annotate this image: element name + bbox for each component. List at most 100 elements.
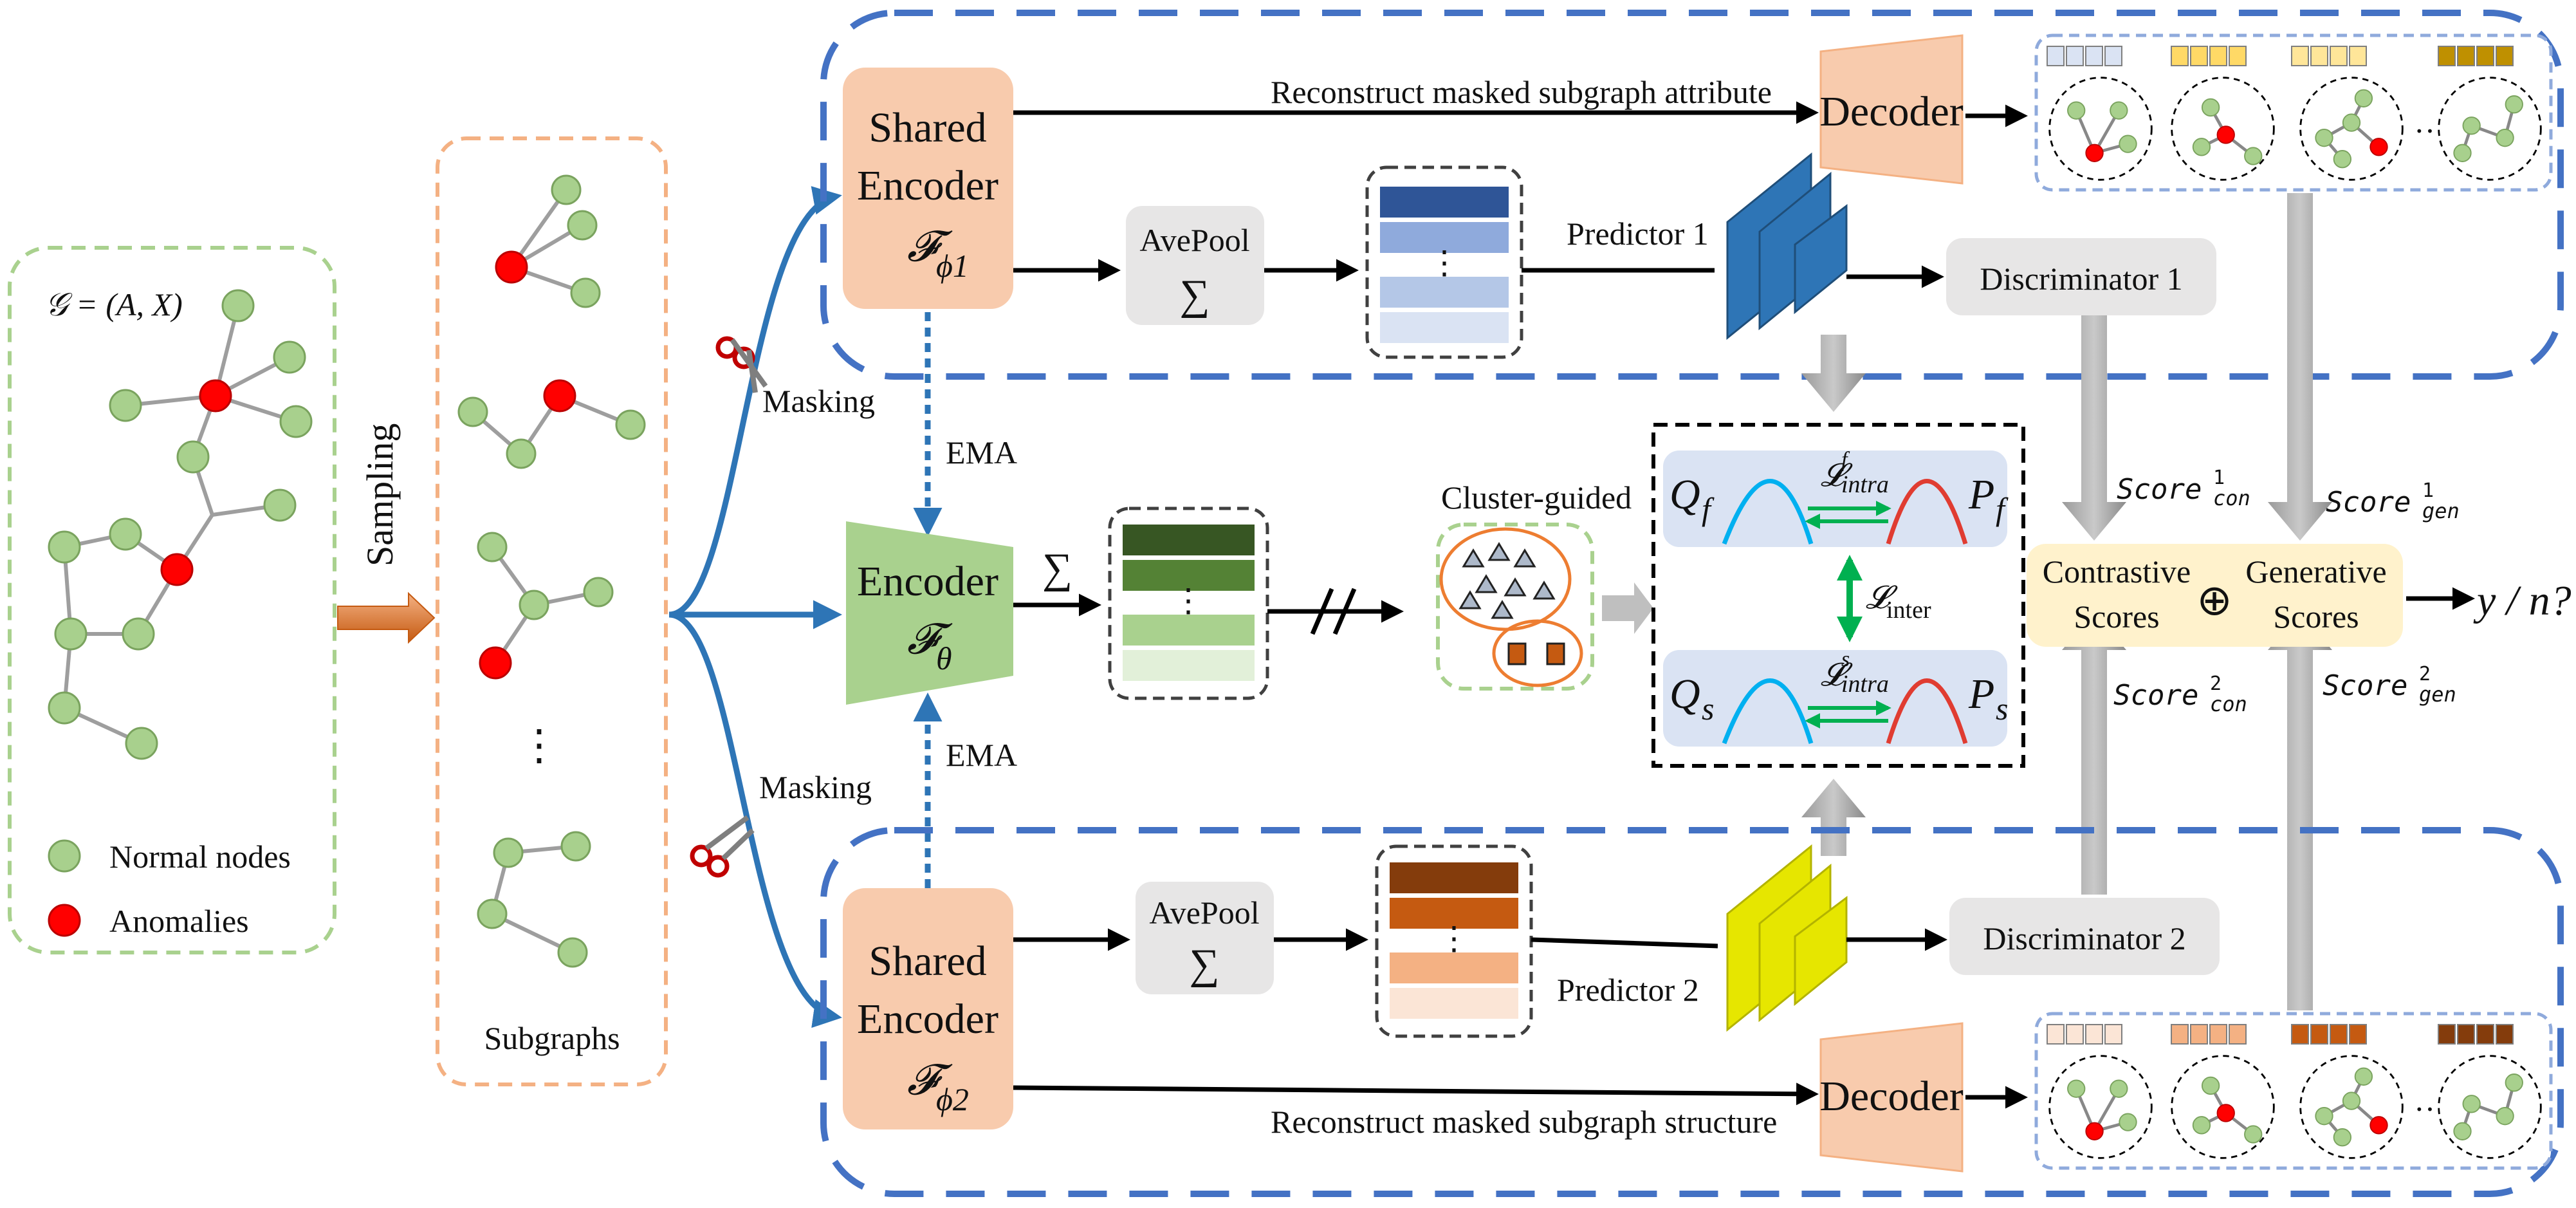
score-gen2-arrow [2268, 611, 2332, 1010]
input-graph-nodes [48, 289, 313, 760]
loss-inter-sub: inter [1886, 597, 1931, 624]
token-cell [2047, 46, 2065, 66]
top-predictor-label: Predictor 1 [1567, 216, 1709, 252]
token-cell [2457, 46, 2475, 66]
ps-symbol: P [1968, 671, 1994, 718]
token-cell [2066, 1024, 2084, 1045]
qf-curve [1722, 479, 1814, 545]
score-con2-sup: 2 [2210, 673, 2222, 695]
token-cell [2085, 1024, 2103, 1045]
token-cell [2190, 1024, 2208, 1045]
token-cell [2171, 46, 2189, 66]
distribution-box: Q f P f 𝓛 f intra 𝓛 inter Q s P s 𝓛 s in… [1651, 423, 2025, 768]
token-cell [2457, 1024, 2475, 1045]
target-encoder-label: Encoder [857, 558, 998, 605]
token-cell [2291, 1024, 2309, 1045]
contrastive-scores-line1: Contrastive [2043, 553, 2191, 590]
bottom-shared-encoder [843, 888, 1013, 1129]
top-embedding-ellipsis: ⋮ [1428, 245, 1460, 281]
masking-label-bottom: Masking [759, 769, 872, 805]
top-decoder-label: Decoder [1819, 88, 1964, 135]
bottom-structure-tokens [2047, 1024, 2514, 1045]
top-embedding-row-3 [1380, 277, 1509, 308]
legend-anomaly-label: Anomalies [109, 903, 249, 939]
ema-label-bottom: EMA [946, 737, 1017, 773]
predictor2-to-distribution-arrow [1801, 779, 1866, 856]
input-graph-panel: 𝒢 = (A, X) [8, 246, 336, 954]
legend-normal-node-icon [48, 839, 81, 873]
top-reconstruct-label: Reconstruct masked subgraph attribute [1271, 74, 1772, 110]
top-subgraph-2 [2172, 78, 2274, 180]
scores-box [2027, 544, 2403, 647]
qs-curve [1722, 678, 1814, 745]
cluster-2-outline [1492, 619, 1583, 687]
bottom-predictor-label: Predictor 2 [1557, 972, 1699, 1008]
top-subgraph-3 [2301, 78, 2403, 180]
cluster-1-triangles [1458, 542, 1556, 619]
score-con2: Score [2113, 679, 2198, 712]
score-gen2-sup: 2 [2419, 663, 2431, 685]
score-gen1-sub: gen [2422, 499, 2460, 523]
discriminator-1 [1946, 238, 2216, 315]
sampling-arrow: Sampling [337, 423, 436, 644]
masking-label-top: Masking [762, 383, 875, 419]
top-branch: Shared Encoder 𝓕 ϕ1 Reconstruct masked s… [820, 10, 2564, 380]
score-con1-sup: 1 [2213, 467, 2225, 489]
loss-intra-f-sub: intra [1841, 471, 1889, 498]
top-decoder [1819, 34, 1964, 185]
top-embedding-row-1 [1380, 187, 1509, 218]
generative-scores-line2: Scores [2273, 599, 2359, 635]
discriminator-2 [1949, 898, 2220, 975]
token-cell [2310, 46, 2328, 66]
bottom-avepool-label: AvePool [1149, 895, 1259, 931]
middle-sum-symbol: ∑ [1042, 545, 1072, 592]
middle-embedding-row-1 [1123, 525, 1255, 555]
ps-subscript: s [1996, 691, 2008, 727]
sampling-label: Sampling [359, 423, 401, 566]
token-cell [2349, 1024, 2367, 1045]
subgraphs-panel: ⋮ Subgraphs [436, 136, 668, 1086]
oplus-icon: ⊕ [2196, 577, 2232, 624]
token-cell [2330, 1024, 2348, 1045]
top-reconstruction-panel [2034, 33, 2553, 192]
bottom-decoder [1819, 1022, 1964, 1173]
top-encoder-subscript: ϕ1 [936, 248, 969, 284]
token-cell [2190, 46, 2208, 66]
bottom-reconstruction-panel [2034, 1012, 2553, 1170]
qf-symbol: Q [1670, 471, 1700, 518]
bottom-subgraph-2 [2172, 1056, 2274, 1158]
subgraphs-ellipsis: ⋮ [518, 722, 560, 769]
bottom-avepool-symbol: ∑ [1189, 941, 1219, 988]
cluster-2-squares [1507, 642, 1565, 665]
score-gen2: Score [2323, 669, 2407, 702]
branch-arrows [668, 186, 842, 1028]
top-avepool-symbol: ∑ [1179, 272, 1210, 319]
pf-symbol: P [1968, 471, 1994, 518]
target-encoder [846, 521, 1013, 705]
score-con2-arrow [2062, 611, 2126, 895]
discriminator-1-label: Discriminator 1 [1980, 261, 2182, 297]
loss-intra-s-sub: intra [1841, 671, 1889, 698]
score-gen1-sup: 1 [2422, 479, 2434, 502]
structure-distribution-panel [1663, 650, 2007, 747]
bottom-subgraph-3 [2301, 1056, 2403, 1158]
target-encoder-subscript: θ [936, 640, 952, 676]
token-cell [2229, 1024, 2247, 1045]
score-gen2-sub: gen [2419, 682, 2456, 707]
token-cell [2104, 1024, 2122, 1045]
legend-normal-label: Normal nodes [109, 839, 291, 875]
top-avepool-box [1126, 206, 1264, 325]
middle-embedding-row-2 [1123, 560, 1255, 591]
middle-embedding-row-4 [1123, 650, 1255, 681]
pf-curve [1886, 479, 1968, 545]
subgraph-3 [477, 532, 614, 680]
bottom-predictor-layers [1726, 844, 1848, 1032]
bottom-encoder-line2: Encoder [857, 996, 998, 1043]
legend-anomaly-node-icon [48, 904, 81, 937]
bottom-reconstruct-label: Reconstruct masked subgraph structure [1271, 1104, 1777, 1140]
bottom-embedding-ellipsis: ⋮ [1438, 920, 1470, 956]
subgraphs-label: Subgraphs [484, 1020, 620, 1056]
scissors-icon-bottom [690, 815, 755, 878]
input-graph-label: 𝒢 = (A, X) [45, 286, 183, 322]
